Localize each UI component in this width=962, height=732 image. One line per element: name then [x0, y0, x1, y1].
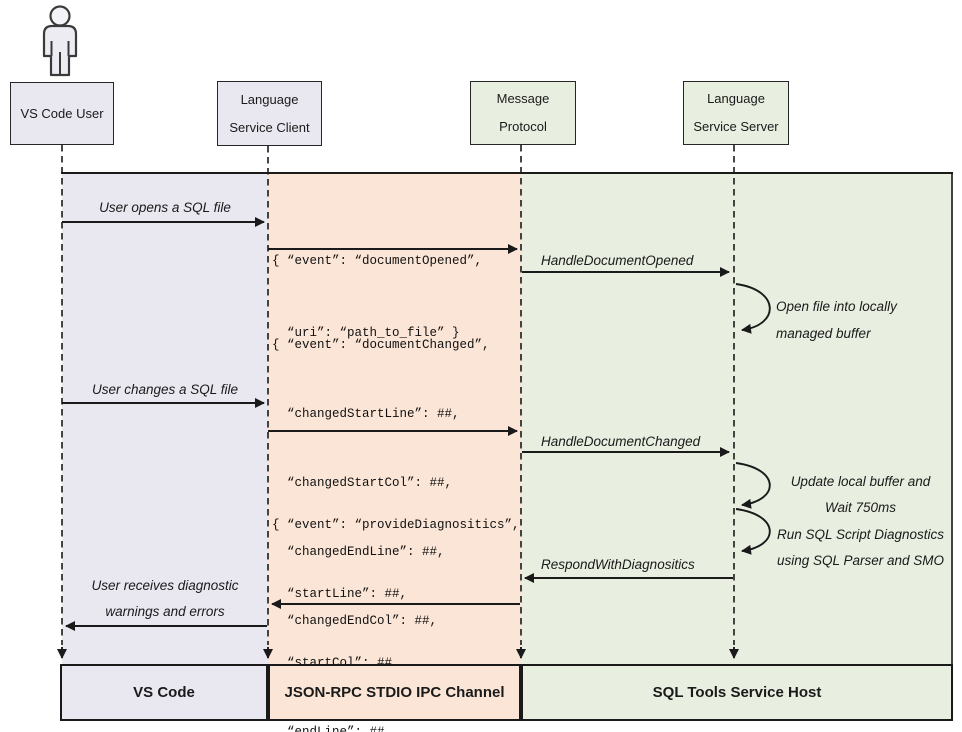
- person-icon: [42, 5, 78, 77]
- payload-line: “changedEndLine”: ##,: [272, 545, 445, 559]
- actor-language-service-client: Language Service Client: [217, 81, 322, 146]
- payload-document-changed: { “event”: “documentChanged”, “changedSt…: [272, 288, 512, 732]
- bottom-box-json-rpc-channel: JSON-RPC STDIO IPC Channel: [268, 664, 521, 721]
- self-loop-run-diagnostics: [735, 508, 771, 555]
- payload-line: “changedStartLine”: ##,: [272, 407, 460, 421]
- actor-protocol-label-line1: Message: [496, 91, 550, 106]
- self-loop-update-buffer: [735, 462, 771, 509]
- payload-line: “changedEndCol”: ##,: [272, 614, 438, 628]
- self-loop-open-file: [735, 283, 771, 334]
- note-run-diagnostics: Run SQL Script Diagnostics using SQL Par…: [768, 522, 953, 574]
- note-run-diagnostics-line1: Run SQL Script Diagnostics: [776, 527, 945, 542]
- label-handle-document-opened: HandleDocumentOpened: [541, 253, 694, 268]
- bottom-box-sql-tools-host: SQL Tools Service Host: [521, 664, 953, 721]
- note-update-buffer-line2: Wait 750ms: [824, 500, 897, 515]
- bottom-box-vscode: VS Code: [60, 664, 268, 721]
- payload-line: “startLine”: ##,: [272, 587, 408, 601]
- bottom-box-channel-label: JSON-RPC STDIO IPC Channel: [284, 684, 505, 701]
- label-user-receives-line1: User receives diagnostic: [91, 578, 239, 593]
- label-respond-with-diagnostics: RespondWithDiagnositics: [541, 557, 695, 572]
- lane-json-rpc-channel: [268, 173, 521, 664]
- note-open-file-line1: Open file into locally: [776, 299, 897, 314]
- actor-language-service-server: Language Service Server: [683, 81, 789, 145]
- bottom-box-vscode-label: VS Code: [133, 684, 195, 701]
- note-run-diagnostics-line2: using SQL Parser and SMO: [776, 553, 945, 568]
- actor-message-protocol: Message Protocol: [470, 81, 576, 145]
- actor-server-label-line1: Language: [707, 91, 765, 106]
- label-handle-document-changed: HandleDocumentChanged: [541, 434, 701, 449]
- payload-line: { “event”: “documentOpened”,: [272, 254, 483, 268]
- note-open-file: Open file into locally managed buffer: [776, 293, 897, 347]
- payload-line: “endLine”: ##,: [272, 725, 393, 732]
- actor-server-label-line2: Service Server: [693, 119, 779, 134]
- bottom-box-host-label: SQL Tools Service Host: [652, 684, 822, 701]
- actor-protocol-label-line2: Protocol: [499, 119, 547, 134]
- payload-line: “changedStartCol”: ##,: [272, 476, 453, 490]
- payload-line: “uri”: “path_to_file” }: [272, 326, 460, 340]
- actor-vscode-user: VS Code User: [10, 82, 114, 145]
- note-open-file-line2: managed buffer: [776, 326, 871, 341]
- note-update-buffer: Update local buffer and Wait 750ms: [768, 469, 953, 521]
- actor-vscode-user-label: VS Code User: [20, 105, 104, 121]
- label-user-receives: User receives diagnostic warnings and er…: [62, 573, 268, 625]
- label-user-receives-line2: warnings and errors: [105, 604, 225, 619]
- payload-document-opened: { “event”: “documentOpened”, “uri”: “pat…: [272, 201, 482, 393]
- note-update-buffer-line1: Update local buffer and: [790, 474, 931, 489]
- actor-client-label-line1: Language: [240, 91, 299, 107]
- payload-line: { “event”: “provideDiagnositics”,: [272, 518, 520, 532]
- payload-line: { “event”: “documentChanged”,: [272, 338, 490, 352]
- label-user-opens: User opens a SQL file: [99, 200, 231, 215]
- lane-sql-tools-host: [521, 173, 953, 664]
- label-user-changes: User changes a SQL file: [91, 382, 239, 397]
- lane-vscode: [62, 173, 268, 664]
- actor-client-label-line2: Service Client: [229, 119, 310, 135]
